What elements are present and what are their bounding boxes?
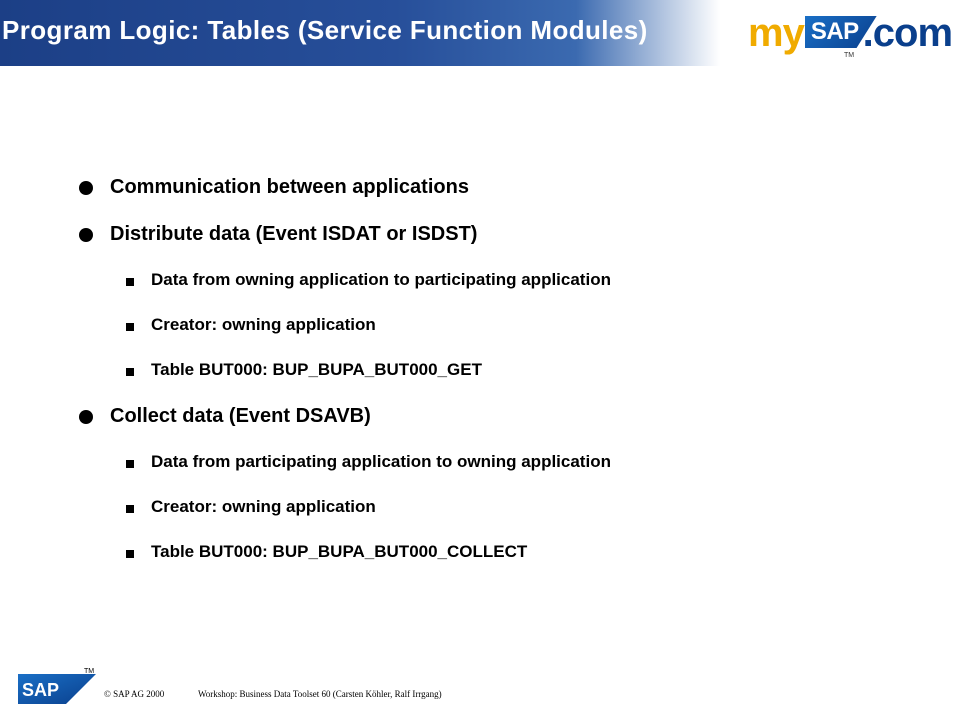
mysap-logo: my SAP .com TM [748, 11, 953, 62]
sub-bullet-item: Data from participating application to o… [151, 452, 611, 471]
logo-tm: TM [844, 52, 855, 59]
bullet-dot [79, 181, 93, 195]
sap-footer-logo: SAP [18, 674, 96, 704]
bullet-dot [79, 228, 93, 242]
sub-bullet-item: Table BUT000: BUP_BUPA_BUT000_GET [151, 360, 482, 379]
copyright-text: © SAP AG 2000 [104, 689, 165, 699]
sub-bullet-item: Data from owning application to particip… [151, 270, 611, 289]
bullet-dot [79, 410, 93, 424]
bullet-square [126, 550, 134, 558]
sub-bullet-item: Creator: owning application [151, 315, 376, 334]
bullet-square [126, 368, 134, 376]
workshop-text: Workshop: Business Data Toolset 60 (Cars… [198, 689, 442, 699]
bullet-square [126, 278, 134, 286]
footer-tm: TM [84, 668, 95, 675]
sub-bullet-item: Table BUT000: BUP_BUPA_BUT000_COLLECT [151, 542, 528, 561]
bullet-item: Distribute data (Event ISDAT or ISDST) [110, 223, 478, 245]
title-bar: Program Logic: Tables (Service Function … [0, 0, 720, 66]
logo-my-text: my [748, 11, 805, 55]
sub-bullet-item: Creator: owning application [151, 497, 376, 516]
bullet-square [126, 505, 134, 513]
copyright-label: SAP AG 2000 [110, 689, 165, 699]
bullet-item: Communication between applications [110, 176, 469, 198]
footer-logo-text: SAP [22, 680, 59, 700]
logo-com-text: .com [862, 11, 953, 55]
slide-title: Program Logic: Tables (Service Function … [2, 15, 648, 45]
bullet-item: Collect data (Event DSAVB) [110, 405, 371, 427]
bullet-square [126, 460, 134, 468]
bullet-square [126, 323, 134, 331]
